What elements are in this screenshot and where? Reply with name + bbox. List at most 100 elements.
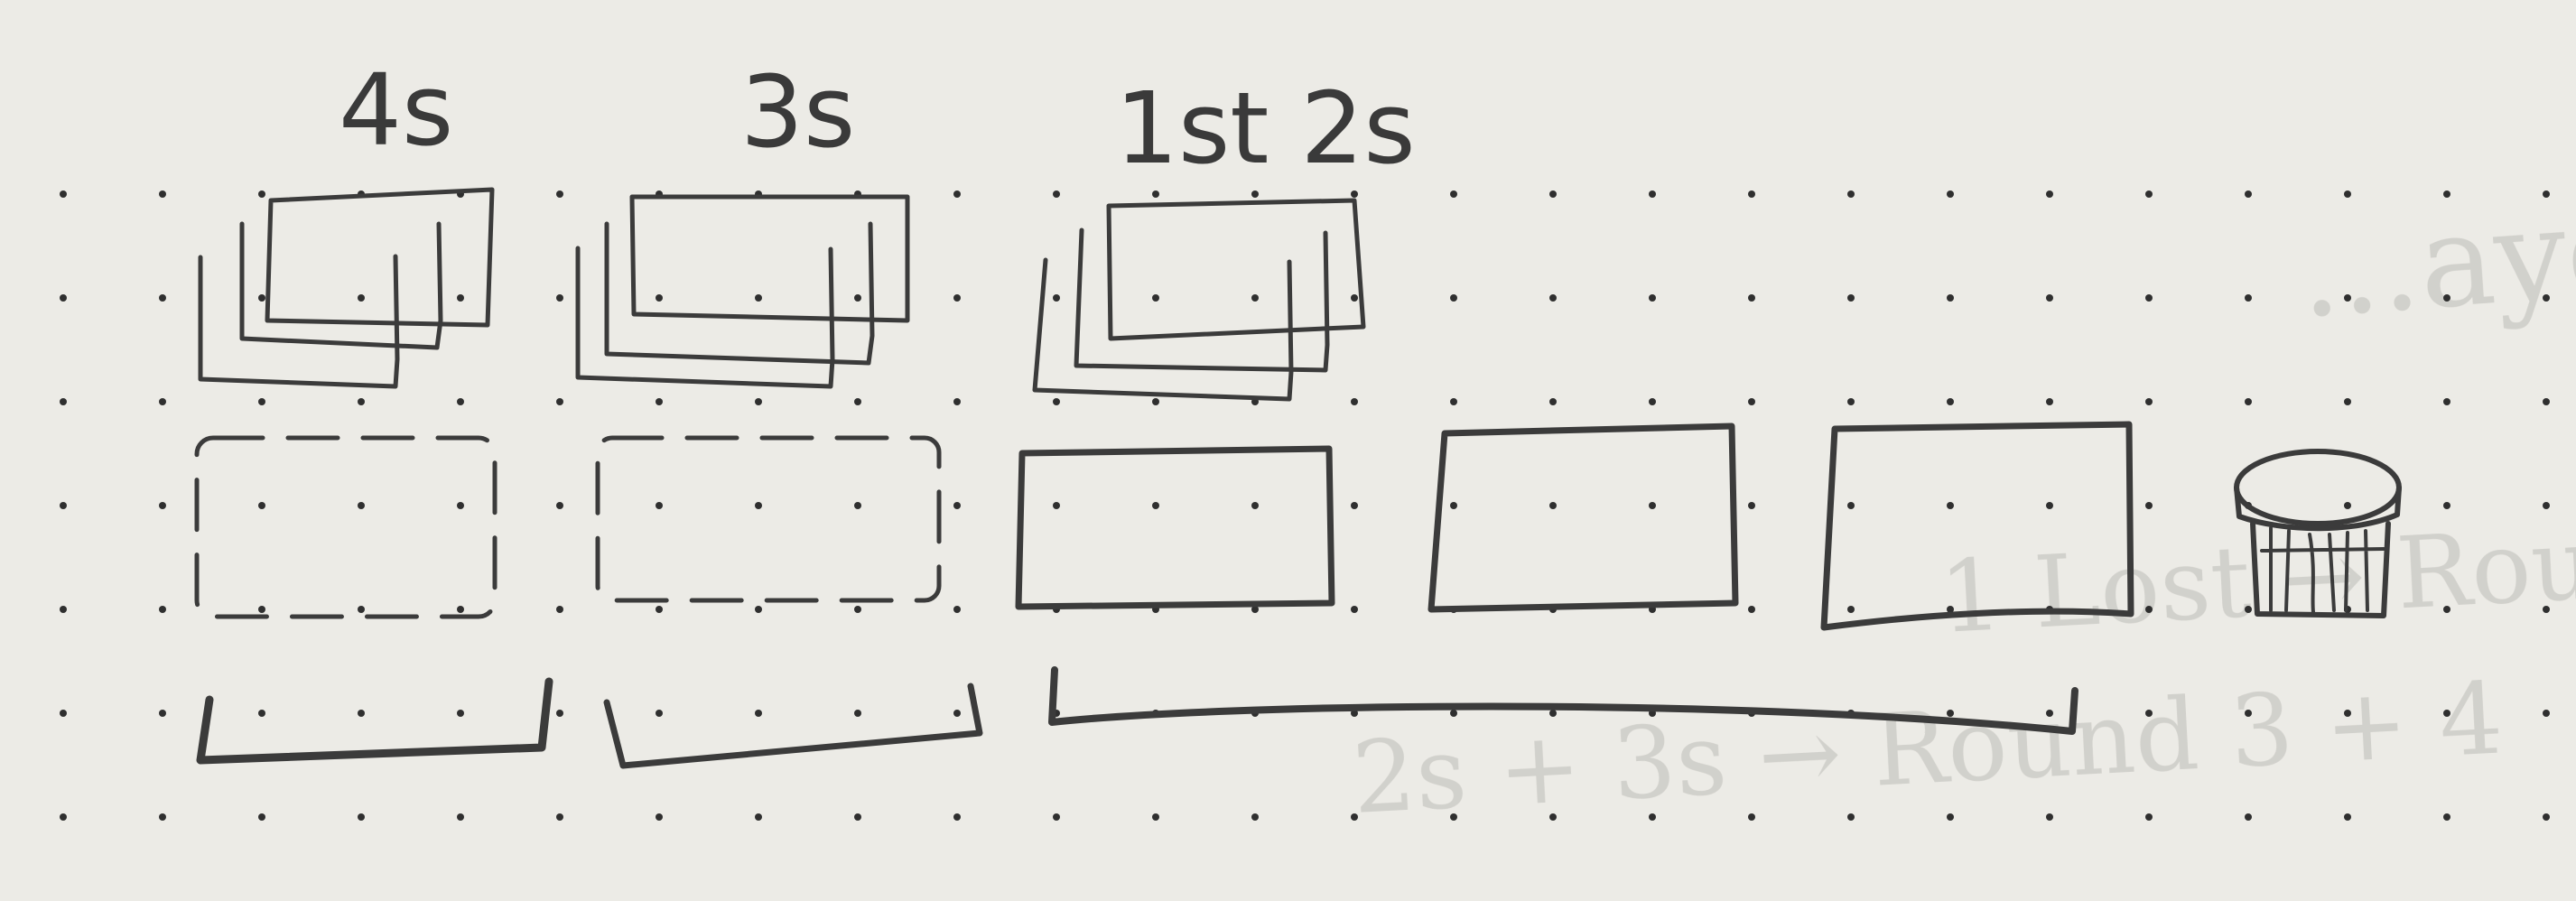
grid-dot xyxy=(60,398,67,405)
grid-dot xyxy=(2046,398,2053,405)
grid-dot xyxy=(1748,502,1755,509)
grid-dot xyxy=(556,294,563,302)
grid-dot xyxy=(656,710,663,717)
grid-dot xyxy=(556,502,563,509)
grid-dot xyxy=(2245,606,2252,613)
grid-dot xyxy=(1152,398,1159,405)
grid-dot xyxy=(1351,606,1358,613)
grid-dot xyxy=(2344,813,2351,821)
grid-dot xyxy=(1649,502,1656,509)
grid-dot xyxy=(358,606,365,613)
bucket-lid-edge xyxy=(2234,485,2402,532)
grid-dot xyxy=(1748,190,1755,198)
grid-dot xyxy=(1947,502,1954,509)
grid-dot xyxy=(2344,190,2351,198)
grid-dot xyxy=(656,606,663,613)
grid-dot xyxy=(1053,502,1060,509)
card-slot-3 xyxy=(1820,421,2134,631)
grid-dot xyxy=(1053,294,1060,302)
card-middle xyxy=(604,221,875,366)
grid-dot xyxy=(2344,710,2351,717)
grid-dot xyxy=(556,813,563,821)
grid-dot xyxy=(159,606,166,613)
grid-dot xyxy=(1251,294,1259,302)
card-slot-1 xyxy=(1015,445,1335,610)
grid-dot xyxy=(2543,606,2550,613)
grid-dot xyxy=(258,398,265,405)
grid-dot xyxy=(258,710,265,717)
grid-dot xyxy=(1053,398,1060,405)
grid-dot xyxy=(1351,502,1358,509)
grid-dot xyxy=(1748,813,1755,821)
grid-dot xyxy=(1847,190,1855,198)
card-stack-ones-twos xyxy=(1032,198,1366,402)
grid-dot xyxy=(1351,294,1358,302)
grid-dot xyxy=(953,813,961,821)
grid-dot xyxy=(1748,398,1755,405)
grid-dot xyxy=(2145,710,2153,717)
grid-dot xyxy=(953,502,961,509)
grid-dot xyxy=(1549,398,1557,405)
grid-dot xyxy=(755,502,762,509)
grid-dot xyxy=(656,398,663,405)
card-slot-2 xyxy=(1427,423,1739,613)
grid-dot xyxy=(1847,398,1855,405)
grid-dot xyxy=(2344,502,2351,509)
grid-dot xyxy=(1549,813,1557,821)
grid-dot xyxy=(1947,294,1954,302)
grid-dot xyxy=(159,710,166,717)
grid-dot xyxy=(2543,502,2550,509)
grid-dot xyxy=(1351,190,1358,198)
grid-dot xyxy=(1351,710,1358,717)
bracket-threes xyxy=(603,683,983,769)
dashed-slot-threes xyxy=(595,435,942,603)
grid-dot xyxy=(953,710,961,717)
grid-dot xyxy=(854,813,861,821)
grid-dot xyxy=(2543,813,2550,821)
grid-dot xyxy=(755,294,762,302)
grid-dot xyxy=(258,813,265,821)
grid-dot xyxy=(2245,813,2252,821)
grid-dot xyxy=(2344,398,2351,405)
grid-dot xyxy=(60,813,67,821)
grid-dot xyxy=(2344,294,2351,302)
grid-dot xyxy=(358,710,365,717)
grid-dot xyxy=(2443,502,2450,509)
grid-dot xyxy=(60,606,67,613)
grid-dot xyxy=(1450,502,1457,509)
grid-dot xyxy=(854,294,861,302)
grid-dot xyxy=(2046,190,2053,198)
bucket-body-hatching xyxy=(2260,526,2385,614)
grid-dot xyxy=(2245,398,2252,405)
grid-dot xyxy=(1351,813,1358,821)
grid-dot xyxy=(258,294,265,302)
grid-dot xyxy=(1251,190,1259,198)
grid-dot xyxy=(1947,813,1954,821)
grid-dot xyxy=(1847,813,1855,821)
grid-dot xyxy=(2145,190,2153,198)
grid-dot xyxy=(457,813,464,821)
grid-dot xyxy=(258,502,265,509)
bracket-ones-twos-and-slots xyxy=(1048,666,2078,735)
grid-dot xyxy=(1847,502,1855,509)
grid-dot xyxy=(556,710,563,717)
dashed-slot-fours xyxy=(194,435,498,619)
grid-dot xyxy=(2543,190,2550,198)
grid-dot xyxy=(60,502,67,509)
grid-dot xyxy=(854,710,861,717)
grid-dot xyxy=(1549,502,1557,509)
grid-dot xyxy=(1847,294,1855,302)
grid-dot xyxy=(1152,502,1159,509)
card-stack-fours xyxy=(198,187,495,389)
card-back xyxy=(1032,257,1294,402)
grid-dot xyxy=(2145,813,2153,821)
grid-dot xyxy=(457,606,464,613)
grid-dot xyxy=(1450,813,1457,821)
grid-dot xyxy=(1450,398,1457,405)
grid-dot xyxy=(1649,813,1656,821)
grid-dot xyxy=(854,398,861,405)
card-front xyxy=(1106,198,1366,341)
grid-dot xyxy=(1748,606,1755,613)
label-pile-fours: 4s xyxy=(339,52,453,168)
card-middle xyxy=(239,221,443,350)
